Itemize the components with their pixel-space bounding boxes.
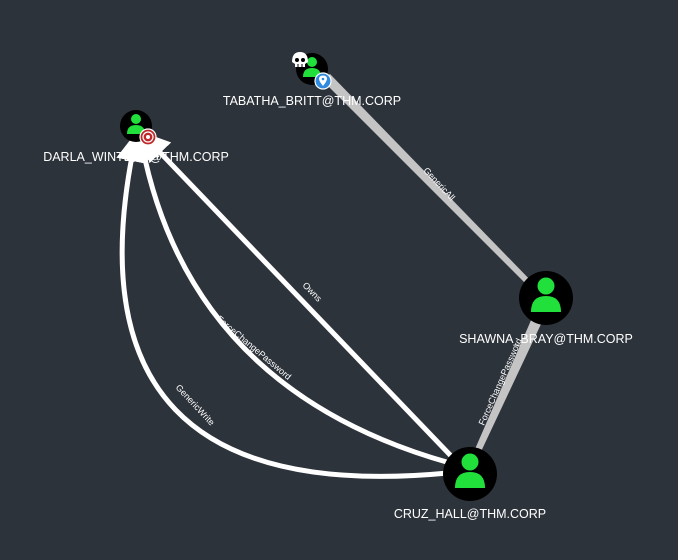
edge-force-change-password-cruz-line[interactable] bbox=[130, 130, 451, 466]
node-cruz-hall[interactable]: CRUZ_HALL@THM.CORP bbox=[394, 447, 546, 521]
edge-generic-all-line[interactable] bbox=[322, 74, 536, 290]
user-icon bbox=[127, 114, 145, 134]
node-label-darla-winters: DARLA_WINTERS@THM.CORP bbox=[43, 150, 229, 164]
user-icon bbox=[303, 57, 321, 77]
user-icon bbox=[531, 277, 561, 312]
target-icon bbox=[139, 128, 157, 146]
user-icon bbox=[455, 453, 485, 488]
edge-force-change-password-shawna-label: ForceChangePassword bbox=[477, 337, 524, 427]
location-pin-icon bbox=[314, 72, 332, 90]
node-darla-winters[interactable]: DARLA_WINTERS@THM.CORP bbox=[43, 110, 229, 164]
node-label-cruz-hall: CRUZ_HALL@THM.CORP bbox=[394, 507, 546, 521]
edge-force-change-password-shawna-line[interactable] bbox=[472, 318, 542, 458]
node-label-tabatha-britt: TABATHA_BRITT@THM.CORP bbox=[223, 94, 401, 108]
node-label-shawna-bray: SHAWNA_BRAY@THM.CORP bbox=[459, 332, 633, 346]
edge-generic-write[interactable]: GenericWrite bbox=[116, 131, 449, 479]
node-shawna-bray[interactable]: SHAWNA_BRAY@THM.CORP bbox=[459, 271, 633, 346]
edge-force-change-password-cruz-label: ForceChangePassword bbox=[215, 314, 293, 382]
edge-owns-line[interactable] bbox=[139, 131, 455, 460]
edge-generic-write-label: GenericWrite bbox=[174, 382, 217, 427]
node-tabatha-britt[interactable]: TABATHA_BRITT@THM.CORP bbox=[223, 52, 401, 108]
edge-force-change-password-cruz[interactable]: ForceChangePassword bbox=[130, 130, 451, 466]
skull-icon bbox=[292, 52, 308, 67]
edge-generic-write-line[interactable] bbox=[116, 131, 449, 479]
